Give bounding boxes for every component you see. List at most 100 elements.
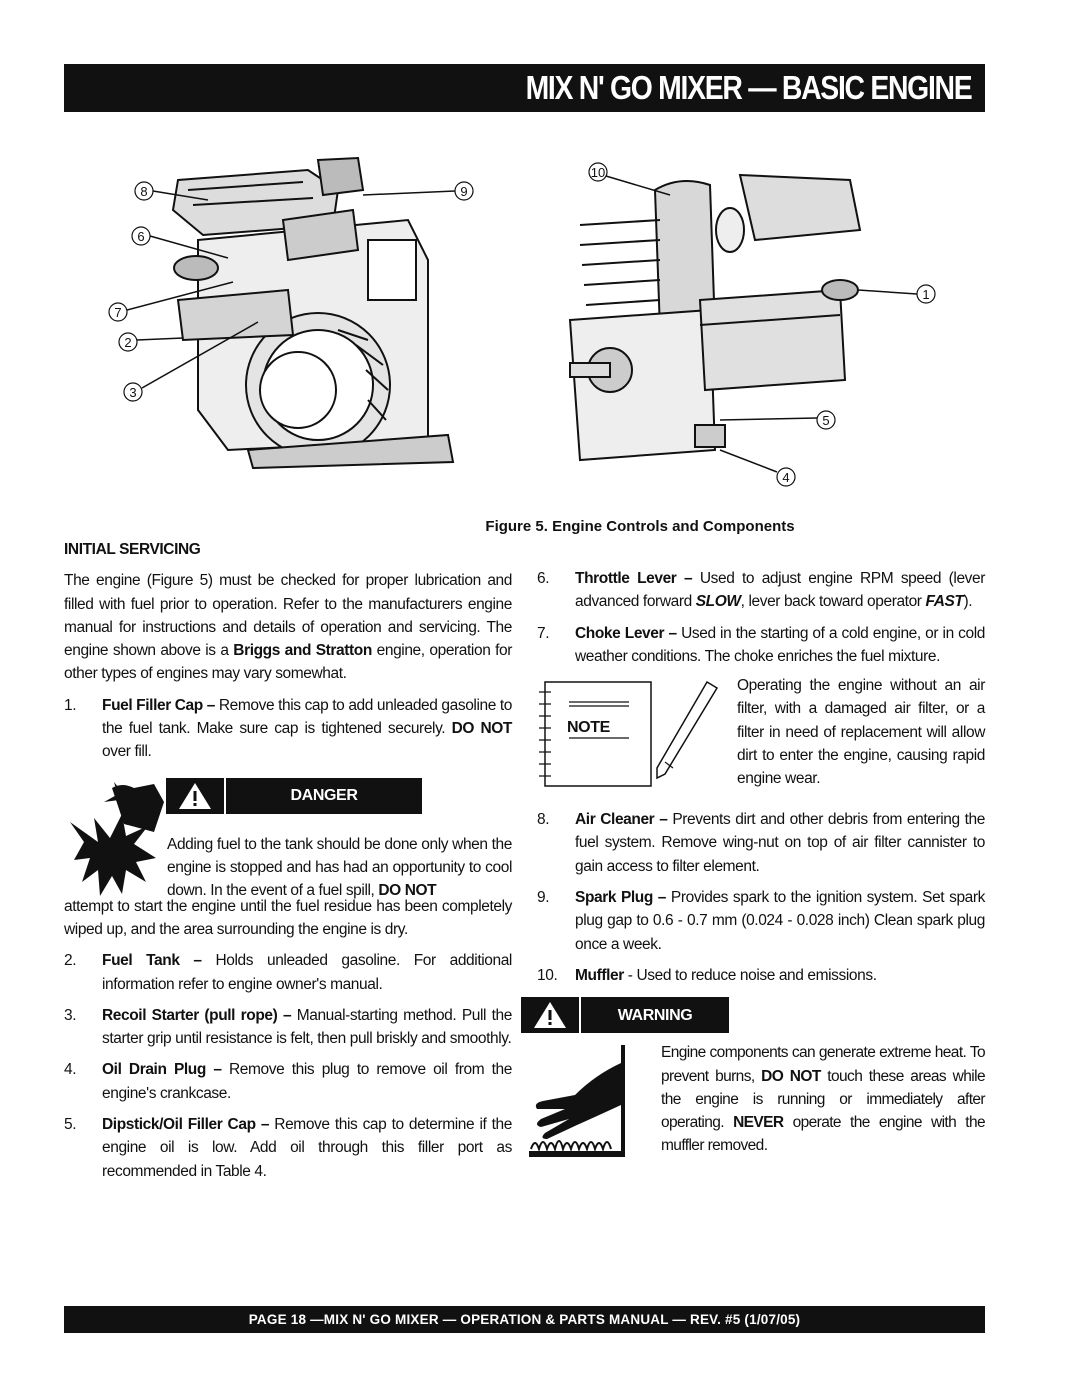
page-title: MIX N' GO MIXER — BASIC ENGINE (525, 69, 972, 106)
warning-text-1: Engine components can generate extreme h… (661, 1044, 986, 1085)
note-callout: NOTE Operating the engine without an air… (537, 677, 985, 800)
item-number: 9. (537, 889, 550, 907)
svg-text:4: 4 (782, 470, 789, 485)
item-number: 5. (64, 1116, 77, 1134)
list-item-3: 3. Recoil Starter (pull rope) – Manual-s… (64, 1004, 512, 1051)
svg-text:10: 10 (591, 165, 605, 180)
svg-text:6: 6 (137, 229, 144, 244)
callout-4: 4 (776, 467, 796, 487)
callout-3: 3 (123, 382, 143, 402)
intro-brand: Briggs and Stratton (233, 642, 372, 660)
list-item-1: 1. Fuel Filler Cap – Remove this cap to … (64, 694, 512, 764)
list-item-5: 5. Dipstick/Oil Filler Cap – Remove this… (64, 1113, 512, 1183)
item-number: 1. (64, 696, 77, 714)
callout-9: 9 (454, 181, 474, 201)
item-tail: ). (963, 593, 973, 611)
item-strong: DO NOT (451, 720, 513, 738)
hot-surface-hand-icon (529, 1045, 625, 1158)
item-text: Prevents dirt and other debris from ente… (575, 811, 985, 875)
item-label: Air Cleaner – (575, 811, 668, 829)
warning-text-3: operate the engine with the muffler remo… (661, 1114, 986, 1155)
item-label: Throttle Lever – (575, 570, 693, 587)
danger-callout: DANGER Adding fuel to the tank should be… (64, 777, 512, 899)
svg-text:2: 2 (124, 335, 131, 350)
danger-text-2: attempt to start the engine until the fu… (64, 897, 512, 938)
item-tail: over fill. (102, 743, 152, 761)
footer-text: PAGE 18 —MIX N' GO MIXER — OPERATION & P… (248, 1312, 801, 1327)
item-number: 2. (64, 952, 77, 970)
callout-10: 10 (588, 162, 608, 182)
warning-label: WARNING (617, 1006, 693, 1024)
danger-text: Adding fuel to the tank should be done o… (167, 833, 512, 903)
item-label: Fuel Filler Cap – (102, 696, 215, 714)
item-number: 6. (537, 570, 550, 587)
item-text: Manual-starting method. Pull the starter… (102, 1006, 512, 1048)
notepad-icon (539, 681, 719, 787)
list-item-9: 9. Spark Plug – Provides spark to the ig… (537, 886, 985, 956)
item-label: Dipstick/Oil Filler Cap – (102, 1116, 270, 1134)
warning-strong-1: DO NOT (761, 1067, 821, 1085)
callout-6: 6 (131, 226, 151, 246)
item-text: Remove this plug to remove oil from the … (102, 1061, 512, 1102)
section-heading: INITIAL SERVICING (64, 541, 201, 558)
left-column: INITIAL SERVICING The engine (Figure 5) … (64, 538, 512, 1183)
danger-label: DANGER (290, 787, 358, 805)
item-text: Holds unleaded gasoline. For additional … (102, 952, 512, 993)
warning-strong-2: NEVER (733, 1114, 784, 1132)
danger-banner: DANGER (166, 777, 422, 814)
callout-2: 2 (118, 332, 138, 352)
figure-caption: Figure 5. Engine Controls and Components (300, 518, 980, 535)
item-text: Used in the starting of a cold engine, o… (575, 624, 986, 665)
item-text: Remove this cap to determine if the engi… (102, 1116, 512, 1180)
item-label: Fuel Tank – (102, 952, 202, 970)
callout-8: 8 (134, 181, 154, 201)
page-footer: PAGE 18 —MIX N' GO MIXER — OPERATION & P… (64, 1306, 985, 1333)
item-text: - Used to reduce noise and emissions. (623, 966, 877, 984)
item-text: Used to adjust engine RPM speed (lever a… (575, 570, 985, 611)
svg-text:9: 9 (460, 184, 467, 199)
warning-triangle-icon (534, 1002, 566, 1029)
item-label: Choke Lever – (575, 624, 677, 642)
callout-1: 1 (916, 284, 936, 304)
danger-strong: DO NOT (378, 882, 437, 900)
list-item-6: 6. Throttle Lever – Used to adjust engin… (537, 567, 985, 614)
list-item-4: 4. Oil Drain Plug – Remove this plug to … (64, 1058, 512, 1105)
note-label: NOTE (567, 719, 610, 737)
warning-text: Engine components can generate extreme h… (661, 1041, 986, 1157)
warning-text-2: touch these areas while the engine is ru… (661, 1067, 986, 1132)
engine-illustration-left: 8 6 7 2 3 9 (108, 150, 498, 480)
item-mid: , lever back toward operator (740, 593, 926, 611)
right-column: 6. Throttle Lever – Used to adjust engin… (521, 567, 986, 1163)
engine-illustration-right: 10 1 5 4 (540, 150, 970, 490)
intro-text-2: engine, operation for other types of eng… (64, 642, 512, 683)
callout-7: 7 (108, 302, 128, 322)
item-number: 4. (64, 1061, 77, 1079)
item-number: 3. (64, 1006, 77, 1024)
item-text: Provides spark to the ignition system. S… (575, 889, 985, 953)
list-item-10: 10. Muffler - Used to reduce noise and e… (537, 964, 985, 987)
item-label: Muffler (575, 966, 624, 984)
item-number: 10. (537, 966, 558, 984)
danger-text-1: Adding fuel to the tank should be done o… (167, 835, 512, 900)
callout-5: 5 (816, 410, 836, 430)
item-number: 8. (537, 811, 550, 829)
figure-caption-text: Engine Controls and Components (552, 518, 795, 535)
svg-text:8: 8 (140, 184, 147, 199)
svg-text:7: 7 (114, 305, 121, 320)
svg-text:5: 5 (822, 413, 829, 428)
svg-text:3: 3 (129, 385, 136, 400)
warning-callout: WARNING Engine components can generate e… (521, 997, 986, 1163)
item-label: Recoil Starter (pull rope) – (102, 1006, 292, 1024)
item-label: Oil Drain Plug – (102, 1061, 222, 1079)
item-text: Remove this cap to add unleaded gasoline… (102, 696, 512, 738)
list-item-2: 2. Fuel Tank – Holds unleaded gasoline. … (64, 949, 512, 996)
svg-text:1: 1 (922, 287, 929, 302)
figure-caption-label: Figure 5. (485, 518, 548, 535)
item-number: 7. (537, 624, 550, 642)
list-item-7: 7. Choke Lever – Used in the starting of… (537, 622, 985, 669)
page-title-bar: MIX N' GO MIXER — BASIC ENGINE (64, 64, 985, 112)
item-em-slow: SLOW (695, 593, 741, 611)
explosion-icon (70, 781, 164, 896)
item-em-fast: FAST (925, 593, 964, 611)
note-text: Operating the engine without an air filt… (737, 677, 985, 788)
